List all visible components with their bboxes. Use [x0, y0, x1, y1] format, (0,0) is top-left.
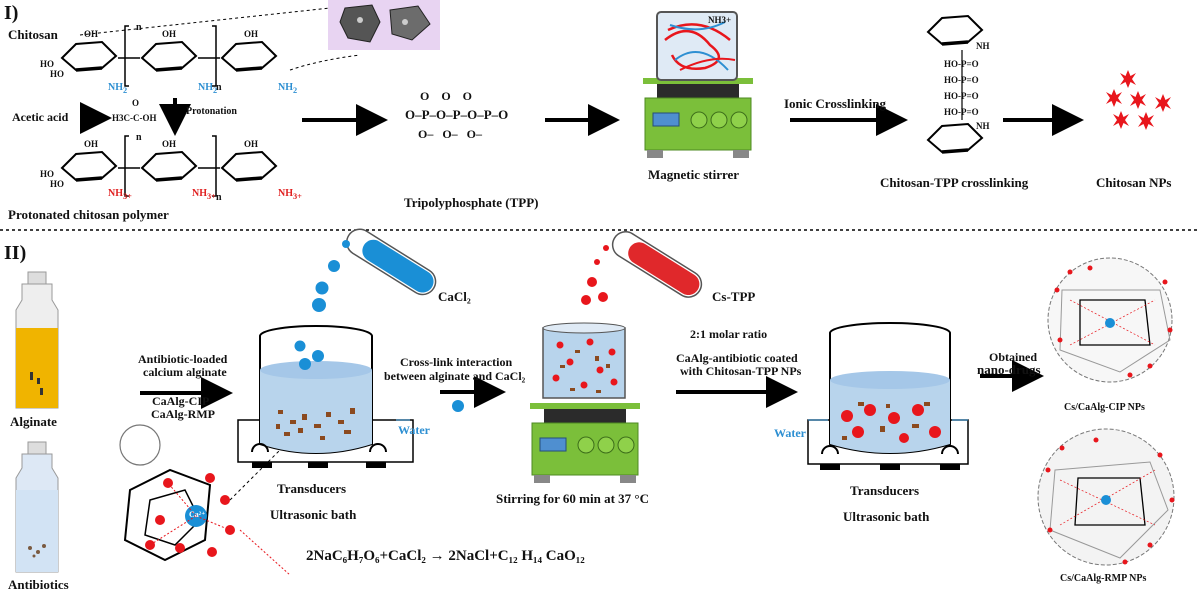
tpp-formula-bot: O– O– O– [418, 127, 483, 141]
ultrasonic-label-2: Ultrasonic bath [843, 509, 930, 524]
nh3-1: NH3+ [108, 188, 132, 201]
crosslink-interaction-2: between alginate and CaCl₂ [384, 369, 526, 383]
caalg-rmp-label: CaAlg-RMP [151, 407, 215, 421]
nh2-3: NH2 [278, 82, 298, 95]
chitosan-label: Chitosan [8, 27, 58, 42]
crosslink-p-3: HO-P=O [944, 91, 979, 101]
tpp-label: Tripolyphosphate (TPP) [404, 195, 539, 210]
nps-label: Chitosan NPs [1096, 175, 1172, 190]
protonated-chitosan-structure [60, 135, 278, 197]
ultrasonic-bath-2 [807, 322, 969, 470]
crosslink-p-4: HO-P=O [944, 107, 979, 117]
cstpp-label: Cs-TPP [712, 289, 756, 304]
reaction-equation: 2NaC₆H₇O₆+CaCl₂ → 2NaCl+C₁₂ H₁₄ CaO₁₂ [306, 548, 585, 564]
acetic-o: O [132, 98, 140, 108]
transducers-label-2: Transducers [850, 483, 920, 498]
caalg-cip-label: CaAlg-CIP [152, 394, 210, 408]
magnetic-stirrer-bottom [529, 402, 641, 484]
prepeat-n-2: n [216, 192, 222, 203]
protonated-label: Protonated chitosan polymer [8, 207, 169, 222]
coated-label-2: with Chitosan-TPP NPs [680, 364, 802, 378]
crosslink-nh-1: NH [976, 41, 990, 51]
molar-label: 2:1 molar ratio [690, 327, 768, 341]
part2-marker: II) [4, 242, 27, 264]
water-label-2: Water [774, 426, 806, 440]
crosslink-p-1: HO-P=O [944, 59, 979, 69]
beaker-nh3: NH3+ [708, 15, 732, 25]
stirring-label: Stirring for 60 min at 37 °C [496, 491, 650, 506]
ca-ion-label: Ca²⁺ [189, 510, 206, 519]
cacl2-label: CaCl₂ [438, 289, 471, 304]
obtained-label-1: Obtained [989, 350, 1038, 364]
nh3-2: NH3+ [192, 188, 216, 201]
calcium-ion-dot [452, 400, 464, 412]
nh3-3: NH3+ [278, 188, 302, 201]
crosslink-label: Chitosan-TPP crosslinking [880, 175, 1029, 190]
antibiotics-label: Antibiotics [8, 577, 69, 592]
part1-marker: I) [4, 2, 19, 24]
sugar-ho-2: HO [50, 69, 65, 79]
tpp-formula-top: O O O [420, 89, 473, 103]
acetic-acid-label: Acetic acid [12, 110, 69, 124]
sugar-ho-1: HO [40, 59, 55, 69]
antibiotic-loaded-1: Antibiotic-loaded [138, 352, 228, 366]
cip-nanoparticle [1047, 257, 1173, 383]
beaker-bottom [542, 322, 626, 399]
coated-label-1: CaAlg-antibiotic coated [676, 351, 798, 365]
stirrer-label: Magnetic stirrer [648, 167, 740, 182]
chitosan-image-inset [328, 0, 440, 50]
obtained-label-2: nano-drugs [977, 362, 1041, 377]
crosslink-structure [926, 14, 984, 154]
ionic-label: Ionic Crosslinking [784, 96, 886, 111]
repeat-n-2: n [216, 82, 222, 93]
crosslink-p-2: HO-P=O [944, 75, 979, 85]
cip-nps-label: Cs/CaAlg-CIP NPs [1064, 402, 1145, 413]
sugar-oh-1: OH [84, 29, 99, 39]
acetic-formula: H3C-C-OH [112, 113, 157, 123]
tpp-formula-mid: O–P–O–P–O–P–O [405, 107, 509, 122]
ultrasonic-label-1: Ultrasonic bath [270, 507, 357, 522]
transducers-label-1: Transducers [277, 481, 347, 496]
psugar-oh-3: OH [244, 139, 259, 149]
psugar-oh-1: OH [84, 139, 99, 149]
alginate-bottle [15, 271, 59, 409]
beaker-top [656, 11, 738, 81]
sugar-oh-2: OH [162, 29, 177, 39]
prepeat-n-1: n [136, 132, 142, 143]
calcium-alginate-complex [119, 424, 291, 576]
alginate-label: Alginate [10, 414, 57, 429]
rmp-nanoparticle [1037, 428, 1175, 566]
cstpp-tube [581, 231, 703, 305]
chitosan-structure [60, 7, 361, 87]
cacl2-tube [312, 228, 437, 312]
chitosan-nps [1106, 70, 1171, 130]
repeat-n-1: n [136, 22, 142, 33]
psugar-oh-2: OH [162, 139, 177, 149]
antibiotic-loaded-2: calcium alginate [143, 365, 227, 379]
antibiotics-bottle [15, 441, 59, 573]
protonation-label: Protonation [186, 106, 237, 117]
water-label-1: Water [398, 423, 430, 437]
sugar-oh-3: OH [244, 29, 259, 39]
ultrasonic-bath-1 [237, 325, 414, 468]
nh2-1: NH2 [108, 82, 128, 95]
psugar-ho-2: HO [50, 179, 65, 189]
rmp-nps-label: Cs/CaAlg-RMP NPs [1060, 573, 1147, 584]
nh2-2: NH2 [198, 82, 218, 95]
crosslink-interaction-1: Cross-link interaction [400, 355, 513, 369]
crosslink-nh-2: NH [976, 121, 990, 131]
magnetic-stirrer-top [642, 77, 754, 159]
psugar-ho-1: HO [40, 169, 55, 179]
